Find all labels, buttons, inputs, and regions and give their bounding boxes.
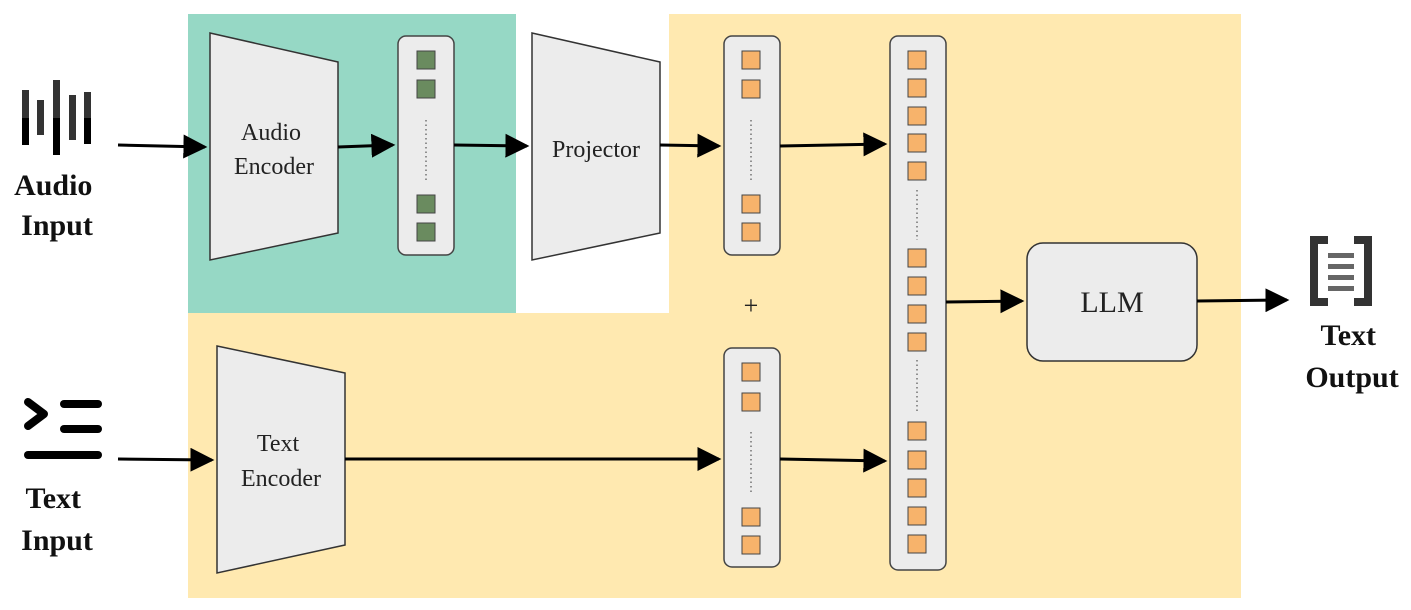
- arrow-encoder-to-features: [337, 133, 396, 158]
- arrow-audio-tokens-to-concat: [779, 132, 888, 157]
- arrow-text-tokens-to-concat: [779, 448, 888, 473]
- llm-block: [1026, 242, 1198, 362]
- projected-audio-tokens: [723, 35, 781, 256]
- projector-block: [531, 32, 661, 261]
- projector-label: Projector: [552, 137, 640, 163]
- arrow-projector-to-tokens: [659, 133, 722, 158]
- llm-label: LLM: [1080, 286, 1143, 319]
- audio-waveform-icon: [22, 80, 91, 155]
- arrow-llm-to-output: [1196, 288, 1290, 313]
- bracketed-text-icon: [1310, 236, 1372, 306]
- text-encoder-block: [216, 345, 346, 574]
- arrow-concat-to-llm: [945, 289, 1025, 314]
- arrow-text-to-encoder: [117, 447, 215, 472]
- audio-feature-tokens: [397, 35, 455, 256]
- plus-sign: +: [744, 291, 759, 320]
- arrow-audio-to-encoder: [117, 134, 208, 159]
- text-embedding-tokens: [723, 347, 781, 568]
- audio-encoder-label: Audio Encoder: [234, 120, 314, 180]
- arrow-features-to-projector: [453, 133, 530, 158]
- flow-arrows: [117, 132, 1290, 473]
- text-encoder-label: Text Encoder: [241, 431, 321, 492]
- audio-input-label: Audio Input: [14, 169, 100, 242]
- audio-encoder-block: [209, 32, 339, 261]
- text-input-label: Text Input: [21, 482, 93, 557]
- concatenated-tokens: [889, 35, 947, 571]
- text-output-label: Text Output: [1305, 319, 1398, 394]
- prompt-lines-icon: [24, 398, 102, 459]
